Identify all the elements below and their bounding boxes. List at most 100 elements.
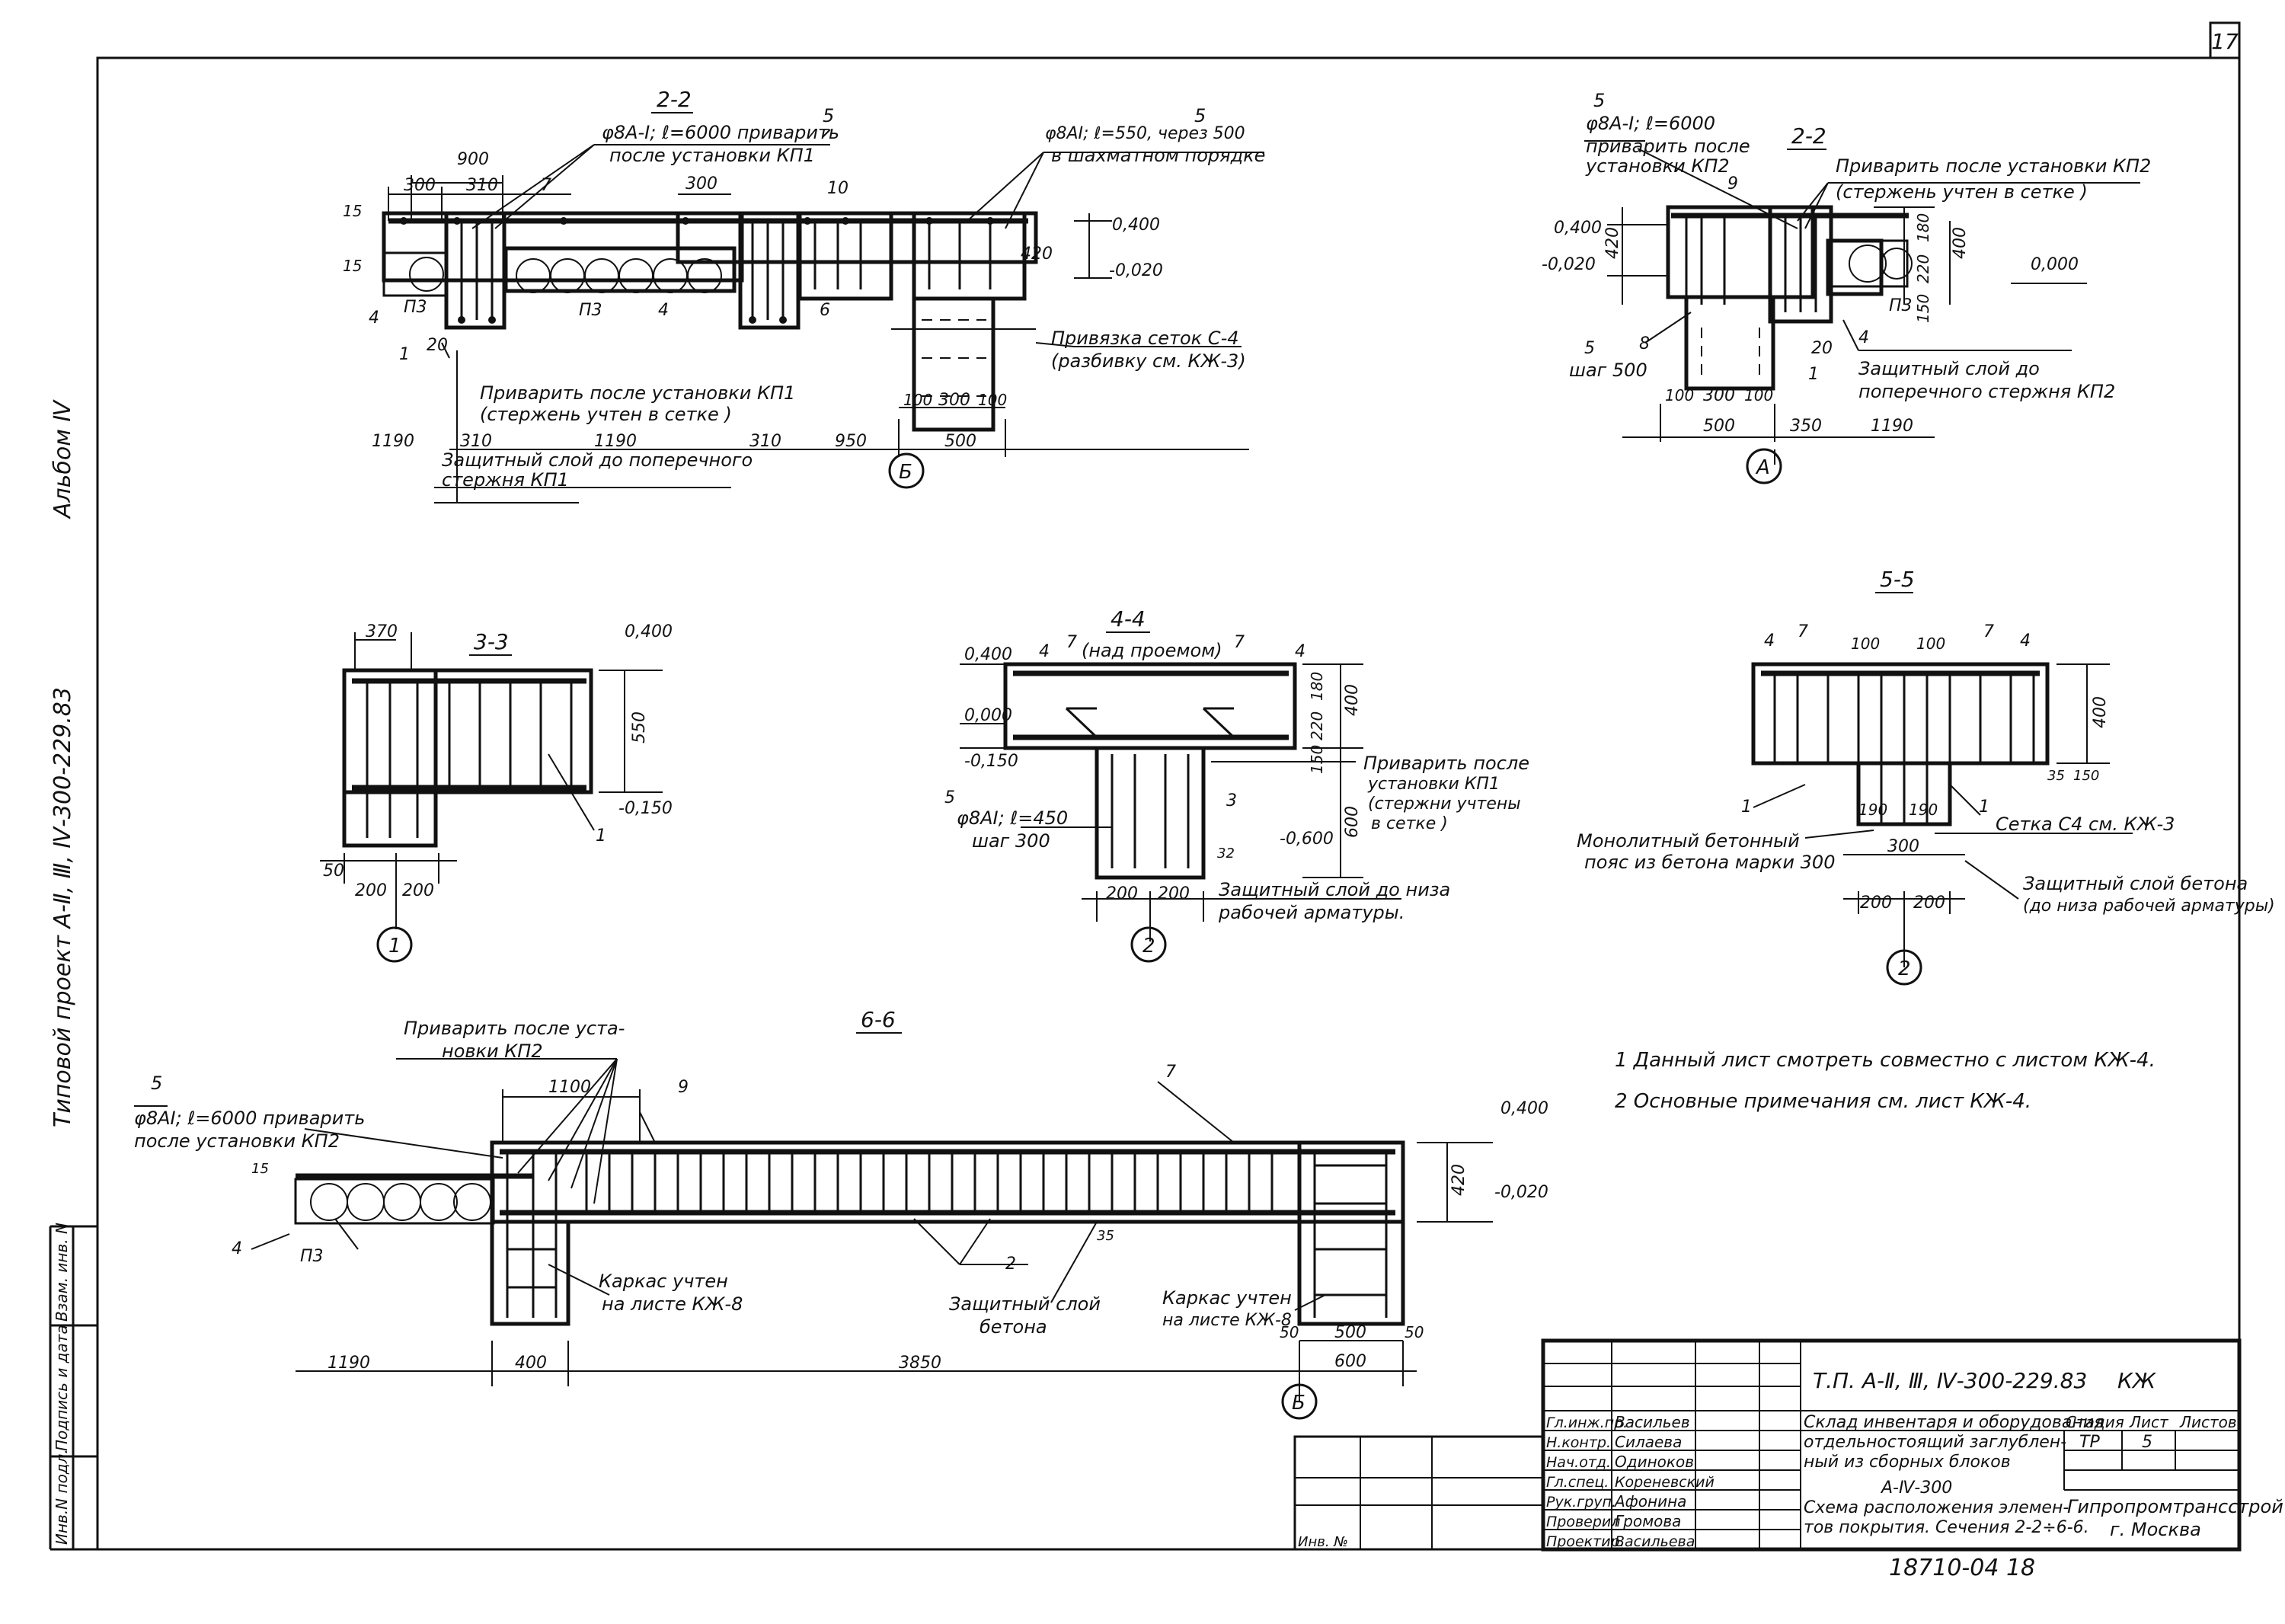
description: Склад инвентаря и оборудования	[1804, 1413, 2104, 1432]
stamp-inv-orig: Инв.N подл.	[53, 1449, 71, 1545]
dim: 35	[2047, 768, 2065, 784]
mark: 5	[944, 788, 955, 807]
axis-b-circle	[888, 452, 925, 489]
subtitle: (над проемом)	[1082, 640, 1222, 661]
level: -0,020	[1109, 261, 1163, 280]
mark: П3	[579, 301, 602, 320]
section-3-3: 3-3 1 370 0,400 550 -0,150 1 50 200 2	[320, 622, 673, 963]
weld-note: новки КП2	[442, 1041, 543, 1062]
dim: 100	[978, 391, 1007, 409]
mark: П3	[404, 298, 427, 317]
name: Силаева	[1615, 1433, 1682, 1451]
sheet-number-box	[2209, 21, 2241, 59]
axis-a: А	[1755, 456, 1770, 479]
dim: 50	[1405, 1323, 1424, 1341]
dim: 400	[1343, 684, 1362, 716]
dim: 220	[1914, 254, 1932, 283]
dim: 1190	[328, 1354, 370, 1373]
name: Васильева	[1615, 1533, 1695, 1550]
mark: 3	[1226, 791, 1237, 810]
mesh-note: Привязка сеток С-4	[1051, 328, 1239, 349]
note-1: 1 Данный лист смотреть совместно с листо…	[1615, 1049, 2156, 1072]
rebar-note: φ8АI; ℓ=450	[957, 807, 1068, 829]
weld-note: установки КП1	[1367, 775, 1500, 794]
mesh-note-2: (разбивку см. КЖ-3)	[1051, 350, 1246, 372]
role: Проектир.	[1546, 1533, 1625, 1550]
axis-2: 2	[1898, 957, 1911, 980]
stage: ТР	[2079, 1433, 2100, 1452]
role: Нач.отд.	[1546, 1454, 1611, 1471]
description: А-Ⅳ-300	[1880, 1479, 1952, 1498]
level: 0,000	[964, 706, 1012, 725]
cover-note: Защитный слой до низа	[1219, 879, 1450, 900]
level: -0,020	[1542, 255, 1596, 274]
drawing-mark: КЖ	[2117, 1368, 2157, 1393]
belt-note: Монолитный бетонный	[1577, 830, 1800, 852]
mark: 7	[1798, 622, 1808, 641]
dim: 400	[515, 1354, 547, 1373]
dim: 950	[835, 432, 867, 451]
dim: 300	[686, 174, 717, 193]
section-5-5: 5-5 2 4 7 100 100 7 4	[1577, 567, 2275, 986]
sheet: 5	[2142, 1433, 2152, 1452]
dim: 15	[343, 257, 362, 275]
dim: 20	[1811, 339, 1833, 358]
dim: 220	[1308, 711, 1326, 740]
mark: 4	[1295, 642, 1305, 661]
mark: 4	[1858, 328, 1869, 347]
organization-city: г. Москва	[2110, 1519, 2201, 1540]
dim: 600	[1334, 1352, 1366, 1371]
level: 0,400	[1554, 219, 1602, 238]
dim: 400	[2091, 696, 2110, 728]
dim: 20	[427, 336, 448, 355]
note-num-2: 5	[1194, 105, 1206, 126]
dim: 310	[466, 176, 498, 195]
note: φ8АI; ℓ=6000 приварить	[134, 1108, 365, 1129]
dim: 180	[1914, 213, 1932, 242]
frame-note: Каркас учтен	[1162, 1287, 1292, 1309]
dim: 500	[1334, 1323, 1366, 1342]
dim: 150	[1914, 294, 1932, 323]
role: Проверил	[1546, 1514, 1620, 1530]
stamp-signature: Подпись и дата	[53, 1325, 71, 1451]
organization: Гипропромтрансстрой	[2067, 1496, 2283, 1517]
mark: 4	[1039, 642, 1050, 661]
axis-1: 1	[388, 935, 401, 957]
weld-note: Приварить после	[1363, 753, 1529, 774]
note: установки КП2	[1585, 155, 1730, 177]
frame-note: на листе КЖ-8	[1162, 1311, 1292, 1330]
dim: 200	[402, 881, 434, 900]
note-rebar2: φ8АI; ℓ=550, через 500	[1045, 124, 1245, 143]
role: Рук.груп.	[1546, 1494, 1616, 1511]
description: ный из сборных блоков	[1804, 1453, 2011, 1472]
section-title: 6-6	[861, 1007, 896, 1032]
mark: 1	[399, 345, 410, 364]
mark: 7	[1983, 622, 1994, 641]
name: Васильев	[1615, 1413, 1690, 1431]
cover-note: рабочей арматуры.	[1218, 902, 1405, 923]
mark: 4	[369, 308, 379, 328]
role: Гл.спец.	[1546, 1474, 1609, 1491]
level: -0,150	[964, 752, 1018, 771]
section-title: 3-3	[474, 629, 509, 654]
note-rebar2-line2: в шахматном порядке	[1051, 145, 1265, 166]
dim: 15	[251, 1161, 269, 1177]
dim: 300	[1703, 386, 1735, 405]
dim: 420	[1021, 245, 1053, 264]
dim: 150	[2073, 768, 2099, 784]
dim: 200	[1106, 884, 1138, 903]
header-sheets: Листов	[2179, 1413, 2237, 1431]
note: после установки КП2	[134, 1130, 340, 1152]
level: -0,600	[1280, 830, 1334, 849]
mark: П3	[1889, 296, 1913, 315]
cover-note-2: стержня КП1	[442, 469, 569, 491]
dim: 1190	[1871, 417, 1913, 436]
dim: 100	[1851, 635, 1880, 653]
level: -0,020	[1494, 1183, 1548, 1202]
mark: 1	[1808, 365, 1819, 384]
cover-note: Защитный слой до поперечного	[442, 449, 753, 471]
title-block: Т.П. А-Ⅱ, Ⅲ, Ⅳ-300-229.83 КЖ Гл.инж.пр. …	[1293, 1338, 2283, 1581]
name: Афонина	[1613, 1492, 1686, 1511]
weld-note: в сетке )	[1371, 814, 1448, 833]
